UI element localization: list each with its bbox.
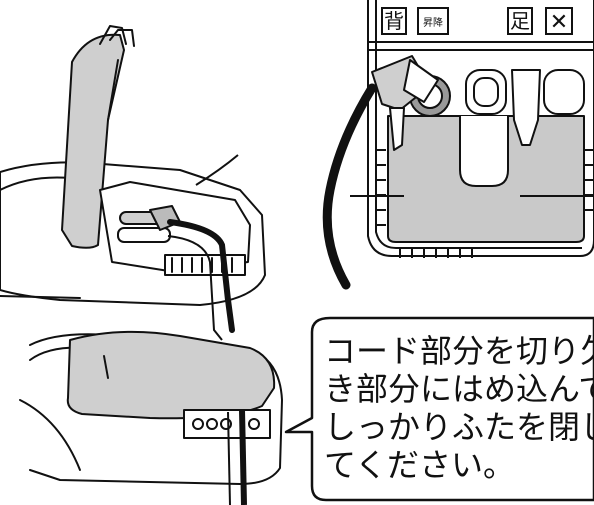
updown-label-box — [417, 7, 449, 35]
white-cable — [167, 235, 223, 341]
closed-lid-illustration — [19, 330, 283, 485]
black-cable — [167, 219, 235, 333]
panel-label-row: 背 昇降 足 ✕ — [381, 7, 573, 35]
speech-bubble — [284, 316, 594, 502]
back-label-box — [381, 7, 407, 35]
black-cable-panel — [322, 83, 377, 290]
close-label-box — [545, 7, 573, 35]
note-line-1: コード部分を切り欠 — [324, 332, 594, 370]
control-panel-illustration — [367, 0, 594, 258]
foot-label: 足 — [510, 9, 530, 33]
white-cable-top — [195, 154, 239, 186]
back-label: 背 — [384, 9, 404, 33]
foot-label-box — [507, 7, 533, 35]
black-cable-closed — [239, 409, 247, 505]
close-icon: ✕ — [550, 10, 568, 35]
note-line-3: しっかりふたを閉じ — [324, 408, 594, 446]
note-line-4: てください。 — [324, 446, 515, 484]
note-line-2: き部分にはめ込んで — [324, 370, 594, 408]
updown-label: 昇降 — [423, 16, 443, 29]
white-cable-closed — [227, 411, 231, 505]
instruction-note: コード部分を切り欠 き部分にはめ込んで しっかりふたを閉じ てください。 — [324, 332, 594, 484]
